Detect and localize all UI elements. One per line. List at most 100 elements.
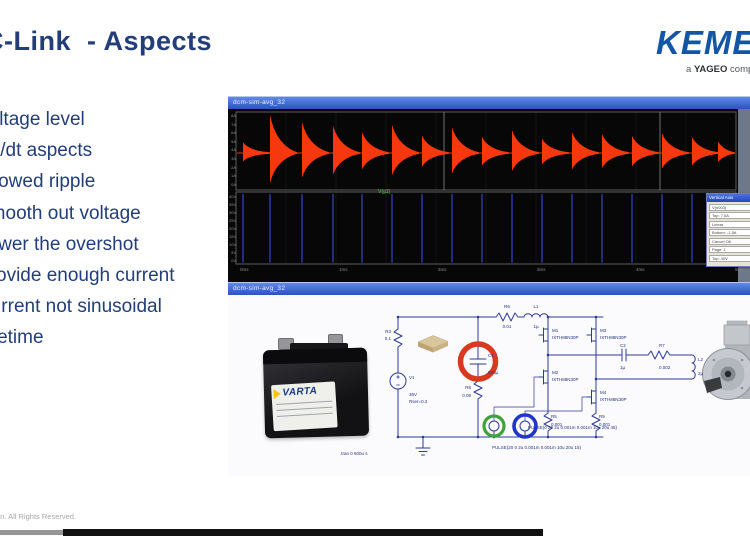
component-label: IXTH88N30P (600, 397, 627, 402)
component-label: 1µ (533, 324, 539, 329)
varta-logo-mark (273, 388, 281, 399)
bottom-bar-left (0, 530, 63, 535)
component-label: Rser=0.2 (409, 399, 428, 404)
wire-net (397, 316, 693, 449)
tick-label: 15V (229, 234, 237, 239)
component-label: IXTH88N30P (552, 377, 579, 382)
waveform-burst (333, 125, 360, 175)
waveform-title-text: dcm-sim-avg_32 (233, 99, 286, 106)
bottom-bar-right[interactable] (63, 529, 543, 536)
c1-highlight-ring (457, 341, 499, 382)
mosfet-m2 (538, 366, 549, 388)
dialog-field[interactable]: Page: 1 (709, 246, 750, 253)
waveform-burst (718, 141, 735, 162)
component-label: L1 (533, 304, 539, 309)
component-label: 2µ (698, 371, 704, 376)
component-label: M2 (552, 370, 559, 375)
gate1-highlight-ring (482, 414, 506, 438)
tick-label: 10V (229, 242, 237, 247)
tick-label: 3A (231, 155, 236, 161)
dialog-field[interactable]: Cancel OK (709, 237, 750, 245)
junction-dot (546, 435, 550, 439)
component-label: C1 (488, 353, 494, 358)
source-v3 (519, 420, 531, 432)
tick-label: 7A (231, 121, 236, 127)
dialog-field[interactable]: Linear (709, 220, 750, 228)
tick-label: 1A (231, 173, 236, 179)
tick-label: 5ms (735, 267, 744, 272)
bullet-item: Provide enough current (0, 265, 175, 287)
source-v1-polarity (396, 375, 400, 386)
tick-label: 0A (231, 181, 236, 187)
component-label: R3 (385, 329, 391, 334)
tick-label: 3ms (537, 267, 546, 272)
waveform-titlebar[interactable]: dcm-sim-avg_32 (228, 96, 750, 109)
component-label: 0.002 (659, 365, 671, 370)
junction-dot (594, 315, 598, 319)
junction-dot (594, 435, 598, 439)
component-label: PULSE(0 20 2u 0.001m 0.001m 10u 20u 45) (528, 425, 618, 430)
component-label: M1 (552, 328, 559, 333)
bullet-item: Smooth out voltage (0, 202, 141, 224)
schematic-canvas: VARTA (228, 295, 750, 476)
resistor-r8 (473, 380, 483, 400)
dialog-field[interactable]: V(n003) (709, 203, 750, 211)
tick-label: 2ms (438, 267, 447, 272)
waveform-burst (662, 133, 689, 169)
yageo-tagline: a YAGEO company (686, 64, 750, 75)
component-label: R6 (504, 304, 510, 309)
dialog-field[interactable]: Top: 7.5A (709, 212, 750, 219)
bullet-item: Lifetime (0, 327, 44, 349)
dialog-field[interactable]: Top: 40V (709, 254, 750, 262)
schematic-titlebar[interactable]: dcm-sim-avg_32 (228, 282, 750, 295)
waveform-burst (482, 137, 509, 166)
waveform-burst (392, 124, 419, 176)
dialog-field[interactable]: Bottom: -1.5A (709, 229, 750, 236)
mosfet-m1 (538, 324, 549, 346)
axis-dialog-titlebar[interactable]: Vertical Axis (707, 194, 750, 202)
waveform-burst (602, 134, 629, 168)
capacitor-c2 (621, 348, 627, 362)
component-label: IXTH88N30P (600, 335, 627, 340)
tick-label: 35V (229, 202, 237, 207)
tick-label: 25V (229, 218, 237, 223)
tick-label: 0V (231, 258, 236, 263)
junction-dot (546, 353, 550, 357)
component-label: R9 (599, 414, 605, 419)
junction-dot (396, 435, 400, 439)
resistor-r5 (543, 412, 553, 432)
component-label: 0.1 (385, 336, 392, 341)
waveform-canvas (235, 111, 737, 265)
component-label: 36V (409, 392, 417, 397)
tick-label: 5V (231, 250, 236, 255)
kemet-brand-text: KEMET (656, 24, 750, 61)
tick-label: 2A (231, 164, 236, 170)
junction-dot (421, 435, 425, 439)
capacitor-c1 (469, 358, 487, 365)
component-label: IXTH88N30P (552, 335, 579, 340)
battery-vent-caps (290, 343, 348, 352)
gate-wires (493, 376, 588, 416)
copyright-text: on. All Rights Reserved. (0, 512, 77, 521)
tick-label: 8A (231, 113, 236, 118)
gate2-highlight-ring (512, 413, 538, 439)
waveform-burst (512, 130, 539, 171)
waveform-burst (632, 135, 659, 167)
battery-label-fineprint (274, 400, 335, 418)
waveform-burst (572, 132, 599, 170)
kemet-logo: KEMET a YAGEO company (656, 24, 750, 75)
component-label: C2 (620, 343, 626, 348)
component-label: M4 (600, 390, 607, 395)
mosfet-m3 (586, 324, 597, 346)
bullet-item: Current not sinusoidal (0, 296, 162, 318)
tick-label: 4A (231, 147, 236, 153)
tick-label: 20V (229, 226, 237, 231)
